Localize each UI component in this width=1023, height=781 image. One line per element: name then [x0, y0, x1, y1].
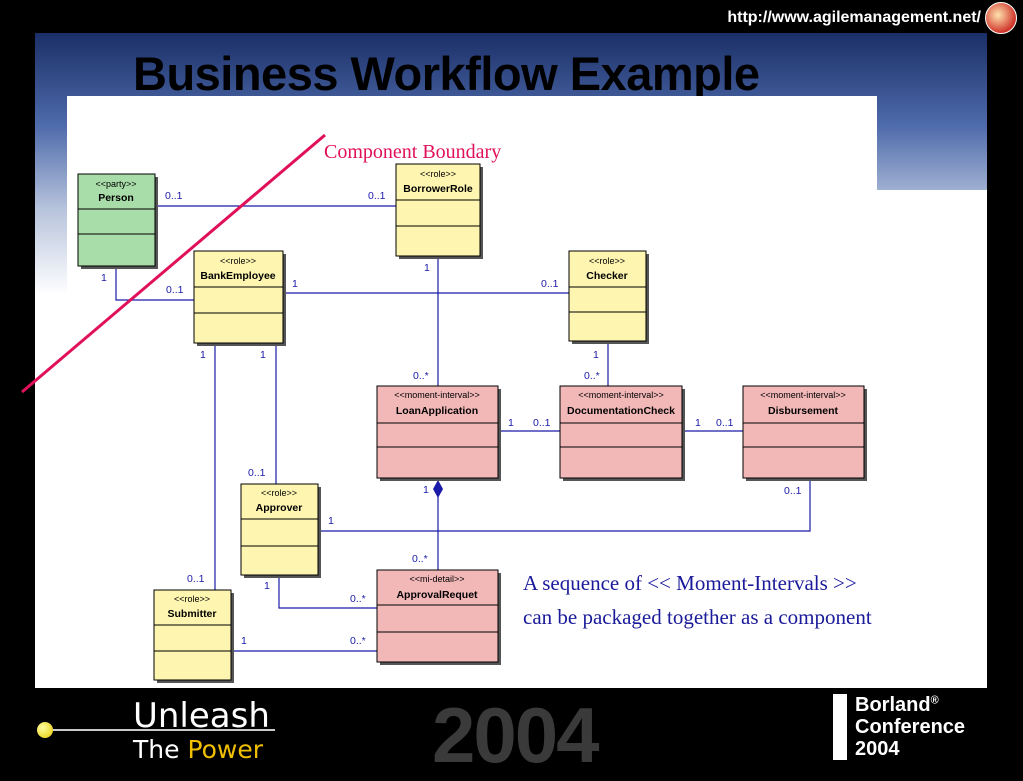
- multiplicity-label: 0..1: [541, 278, 559, 290]
- composition-diamond-icon: [433, 480, 443, 498]
- class-bankemployee-stereotype: <<role>>: [220, 256, 256, 266]
- component-boundary-line: [21, 133, 326, 394]
- footer-brand-year: 2004: [855, 738, 900, 760]
- multiplicity-label: 1: [695, 417, 701, 429]
- class-person-name: Person: [98, 192, 134, 204]
- multiplicity-label: 0..*: [413, 370, 429, 382]
- header-url[interactable]: http://www.agilemanagement.net/: [727, 9, 981, 26]
- class-submitter-stereotype: <<role>>: [174, 594, 210, 604]
- footer-brand-registered: ®: [930, 694, 939, 707]
- multiplicity-label: 0..1: [533, 417, 551, 429]
- multiplicity-label: 1: [328, 515, 334, 527]
- class-bankemployee-name: BankEmployee: [200, 270, 275, 282]
- agile-management-logo-icon: [985, 2, 1017, 34]
- multiplicity-label: 1: [260, 349, 266, 361]
- multiplicity-label: 1: [508, 417, 514, 429]
- class-approvalrequet-stereotype: <<mi-detail>>: [409, 574, 464, 584]
- multiplicity-label: 0..*: [350, 635, 366, 647]
- class-checker-stereotype: <<role>>: [589, 256, 625, 266]
- class-submitter-name: Submitter: [167, 608, 216, 620]
- multiplicity-label: 0..1: [716, 417, 734, 429]
- class-disbursement-name: Disbursement: [768, 405, 839, 417]
- multiplicity-label: 1: [101, 272, 107, 284]
- footer-the: The: [133, 735, 180, 764]
- class-person[interactable]: <<party>> Person: [77, 173, 158, 269]
- assoc-person-bankemployee: [115, 266, 194, 301]
- footer-brand-borland: Borland®: [855, 694, 939, 717]
- multiplicity-label: 0..1: [784, 485, 802, 497]
- multiplicity-label: 0..1: [248, 467, 266, 479]
- multiplicity-label: 0..*: [584, 370, 600, 382]
- multiplicity-label: 0..1: [165, 190, 183, 202]
- multiplicity-label: 0..1: [368, 190, 386, 202]
- class-borrowerrole-name: BorrowerRole: [403, 183, 473, 195]
- multiplicity-label: 1: [241, 635, 247, 647]
- multiplicity-label: 1: [423, 484, 429, 496]
- assoc-disbursement-approver: [318, 479, 811, 532]
- multiplicity-label: 0..1: [166, 284, 184, 296]
- multiplicity-label: 1: [292, 278, 298, 290]
- annotation-line-1: A sequence of << Moment-Intervals >>: [523, 571, 857, 595]
- borland-logo-icon: [833, 694, 847, 760]
- class-approvalrequet-name: ApprovalRequet: [396, 589, 478, 601]
- class-disbursement[interactable]: <<moment-interval>> Disbursement: [742, 385, 867, 481]
- class-checker-name: Checker: [586, 270, 627, 282]
- multiplicity-label: 1: [424, 262, 430, 274]
- component-boundary-label: Component Boundary: [324, 141, 501, 163]
- association-lines: [115, 205, 811, 652]
- multiplicity-label: 1: [264, 580, 270, 592]
- class-loanapplication-name: LoanApplication: [396, 405, 478, 417]
- diagram-canvas-right: [877, 190, 987, 688]
- assoc-approver-approvalrequet: [278, 575, 377, 609]
- class-approver[interactable]: <<role>> Approver: [240, 483, 321, 578]
- class-loanapplication[interactable]: <<moment-interval>> LoanApplication: [376, 385, 501, 481]
- class-documentationcheck-stereotype: <<moment-interval>>: [578, 390, 664, 400]
- annotation-line-2: can be packaged together as a component: [523, 605, 872, 629]
- footer-brand-conference: Conference: [855, 716, 966, 738]
- class-disbursement-stereotype: <<moment-interval>>: [760, 390, 846, 400]
- class-loanapplication-stereotype: <<moment-interval>>: [394, 390, 480, 400]
- class-submitter[interactable]: <<role>> Submitter: [153, 589, 234, 683]
- class-documentationcheck[interactable]: <<moment-interval>> DocumentationCheck: [559, 385, 685, 481]
- bullet-dot-icon: [37, 722, 53, 738]
- footer-rule: [53, 729, 275, 731]
- class-checker[interactable]: <<role>> Checker: [568, 250, 649, 344]
- multiplicity-label: 0..*: [412, 553, 428, 565]
- class-borrowerrole[interactable]: <<role>> BorrowerRole: [395, 163, 483, 259]
- class-bankemployee[interactable]: <<role>> BankEmployee: [193, 250, 286, 346]
- multiplicity-label: 1: [200, 349, 206, 361]
- class-approvalrequet[interactable]: <<mi-detail>> ApprovalRequet: [376, 569, 501, 665]
- multiplicity-label: 1: [593, 349, 599, 361]
- class-borrowerrole-stereotype: <<role>>: [420, 169, 456, 179]
- class-person-stereotype: <<party>>: [95, 179, 136, 189]
- class-approver-name: Approver: [256, 502, 303, 514]
- footer-power: Power: [187, 735, 264, 764]
- class-approver-stereotype: <<role>>: [261, 488, 297, 498]
- footer-unleash: Unleash: [133, 696, 270, 736]
- footer-brand-borland-text: Borland: [855, 694, 931, 716]
- footer-the-power: The Power: [133, 735, 263, 764]
- footer-year: 2004: [432, 691, 600, 779]
- class-documentationcheck-name: DocumentationCheck: [567, 405, 675, 417]
- slide-title: Business Workflow Example: [133, 47, 760, 100]
- multiplicity-label: 0..1: [187, 573, 205, 585]
- multiplicity-label: 0..*: [350, 593, 366, 605]
- multiplicity-labels: 0..1 0..1 1 0..1 1 0..1 1 1 1 0..* 1 0..…: [101, 190, 802, 647]
